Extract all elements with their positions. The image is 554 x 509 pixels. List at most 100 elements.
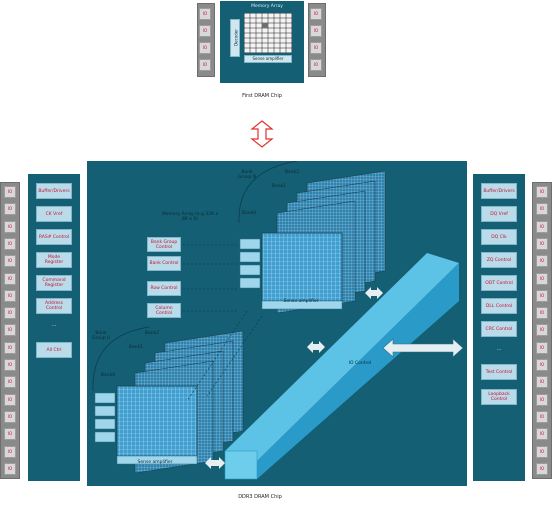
memory-array-label: Memory Array (e.g 32K x 8K x 8): [161, 212, 219, 222]
upper-bank2-label: Bank2: [284, 170, 300, 175]
column-control-box: Column Control: [147, 303, 181, 318]
ddr3-chip-caption: DDR3 DRAM Chip: [238, 494, 282, 500]
io-pad: IO: [310, 59, 322, 71]
middle-arrow-icon: [307, 341, 325, 353]
io-pad: IO: [536, 445, 548, 458]
panel-item: Buffer/Drivers: [36, 183, 72, 199]
bank-group-n-label: Bank Group N: [237, 170, 257, 180]
io-pad: IO: [4, 462, 16, 475]
io-pad: IO: [4, 203, 16, 216]
panel-item: Test Control: [481, 364, 517, 380]
io-pad: IO: [4, 445, 16, 458]
io-pad: IO: [536, 289, 548, 302]
upper-bank0-label: Bank0: [241, 211, 257, 216]
io-pad: IO: [4, 289, 16, 302]
panel-item: Buffer/Drivers: [481, 183, 517, 199]
panel-item: CRC Control: [481, 321, 517, 337]
panel-item: All Ctrl: [36, 342, 72, 358]
bank-control-box: Bank Control: [147, 256, 181, 271]
io-pad: IO: [536, 393, 548, 406]
io-pad: IO: [4, 324, 16, 337]
lower-bank0-label: Bank0: [100, 373, 116, 378]
panel-item: RAS# Control: [36, 229, 72, 245]
io-pad: IO: [310, 42, 322, 54]
io-pad: IO: [536, 341, 548, 354]
top-sense-amp-label: Sense amplifier: [252, 56, 284, 61]
io-pad: IO: [310, 8, 322, 20]
io-pad: IO: [4, 428, 16, 441]
sense-amp-bottom-label: Sense amplifier: [137, 460, 173, 465]
top-memory-array-label: Memory Array: [251, 4, 283, 9]
top-left-io-column: IO IO IO IO: [197, 3, 215, 77]
panel-item: ZQ Control: [481, 252, 517, 268]
io-pad: IO: [199, 59, 211, 71]
io-pad: IO: [536, 359, 548, 371]
left-control-panel: [28, 174, 80, 481]
bank-group-0-bracket: [92, 326, 150, 392]
lower-bank1-label: Bank1: [128, 345, 144, 350]
top-right-io-pad-strip: [308, 3, 326, 77]
evolution-arrow-icon: [250, 120, 274, 148]
bank-group-n-bracket: [238, 161, 298, 224]
io-pad: IO: [536, 410, 548, 423]
io-pad: IO: [536, 324, 548, 337]
io-double-arrow-icon: [382, 338, 464, 358]
panel-item: Command Register: [36, 275, 72, 291]
upper-bank1-label: Bank1: [271, 184, 287, 189]
io-pad: IO: [536, 272, 548, 285]
panel-item: Mode Register: [36, 252, 72, 268]
io-pad: IO: [4, 341, 16, 354]
io-pad: IO: [536, 237, 548, 250]
row-control-box: Row Control: [147, 281, 181, 296]
io-pad: IO: [4, 410, 16, 423]
io-pad: IO: [4, 255, 16, 268]
lower-bank-arrow-icon: [205, 457, 225, 469]
io-pad: IO: [4, 237, 16, 250]
io-pad: IO: [536, 462, 548, 475]
bank-group-n-stack: [239, 170, 386, 314]
io-pad: IO: [310, 25, 322, 37]
ddr3-die-drawing: [92, 161, 464, 480]
io-pad: IO: [536, 255, 548, 268]
io-control-beam: [224, 253, 459, 480]
io-control-label: IO Control: [348, 361, 372, 366]
panel-ellipsis: ...: [496, 346, 502, 352]
top-sense-amp-box: Sense amplifier: [244, 55, 292, 63]
sense-amp-top-label: Sense amplifier: [283, 299, 319, 304]
io-pad: IO: [536, 186, 548, 198]
bank-group-control-box: Bank Group Control: [147, 237, 181, 252]
bank-group-0-stack: [94, 330, 244, 474]
panel-ellipsis: ...: [51, 322, 57, 328]
panel-item: DQ Vref: [481, 206, 517, 222]
top-left-io-pad-strip: [197, 3, 215, 77]
top-decoder-label: Decoder: [233, 29, 239, 46]
control-dashed-lines: [179, 244, 263, 402]
io-pad: IO: [199, 8, 211, 20]
io-pad: IO: [536, 376, 548, 389]
top-right-io-column: IO IO IO IO: [308, 3, 326, 77]
io-pad: IO: [536, 203, 548, 216]
top-decoder-box: Decoder: [230, 19, 240, 57]
io-pad: IO: [4, 220, 16, 233]
io-pad: IO: [199, 25, 211, 37]
io-pad: IO: [536, 307, 548, 320]
io-pad: IO: [4, 307, 16, 320]
io-pad: IO: [4, 272, 16, 285]
io-pad: IO: [4, 359, 16, 371]
io-pad: IO: [199, 42, 211, 54]
top-dram-die: Memory Array Decoder Sense amplifier: [220, 1, 304, 83]
io-pad: IO: [536, 220, 548, 233]
panel-item: Address Control: [36, 298, 72, 314]
upper-bank-arrow-icon: [365, 287, 383, 299]
io-pad: IO: [4, 376, 16, 389]
panel-item: ODT Control: [481, 275, 517, 291]
lower-bank2-label: Bank2: [144, 331, 160, 336]
bank-group-0-label: Bank Group 0: [92, 331, 110, 341]
top-memory-grid: [244, 13, 292, 53]
panel-item: DQ Clk: [481, 229, 517, 245]
top-chip-caption: First DRAM Chip: [242, 93, 282, 99]
